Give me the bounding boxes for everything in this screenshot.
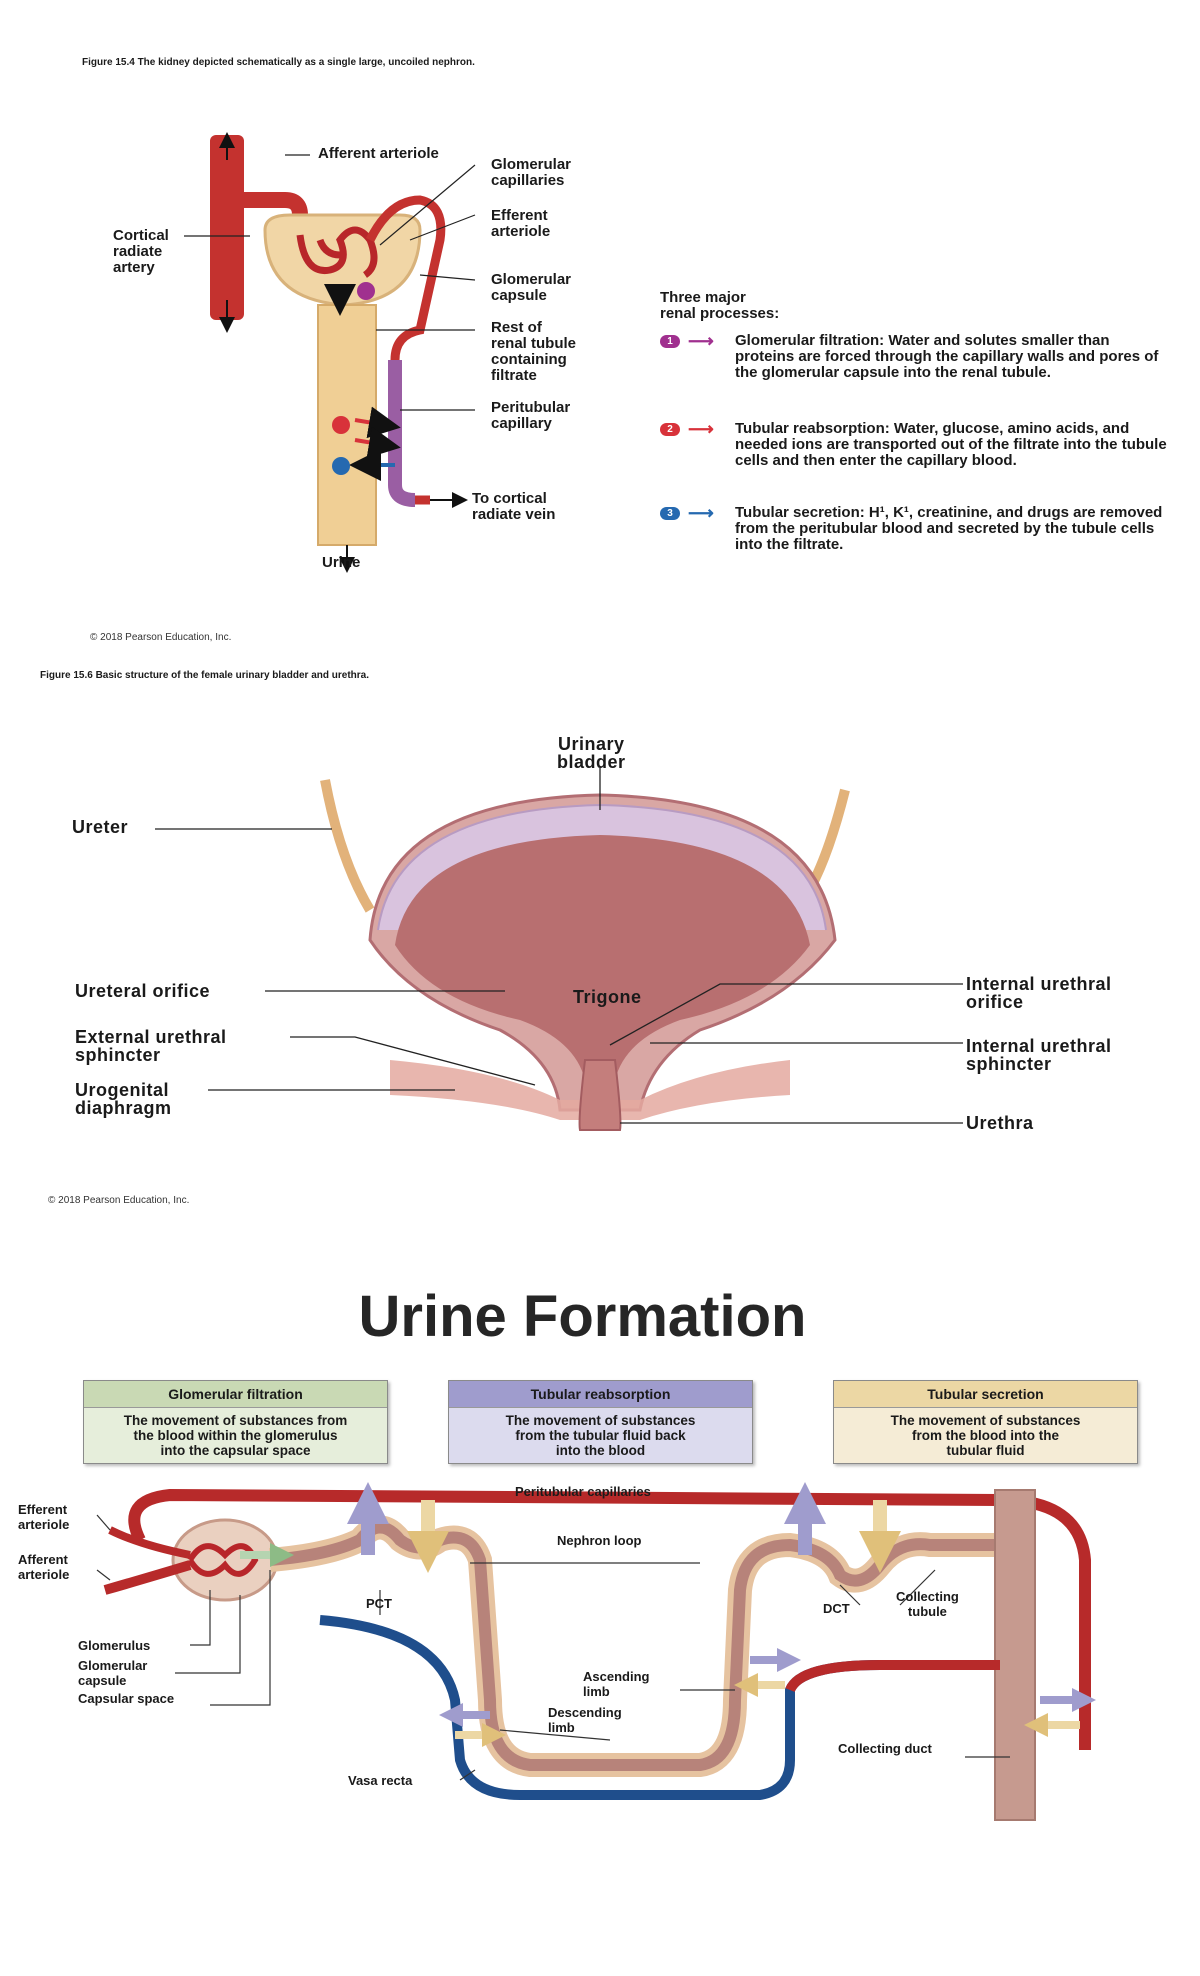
arrow-right-icon: ⟶ bbox=[688, 331, 714, 351]
process-3: 3 ⟶ Tubular secretion: H¹, K¹, creatinin… bbox=[660, 503, 1170, 553]
collecting-duct-3 bbox=[994, 1489, 1036, 1821]
fig2-copyright: © 2018 Pearson Education, Inc. bbox=[48, 1195, 190, 1206]
label-capsular-space: Capsular space bbox=[78, 1691, 175, 1706]
label-urethra: Urethra bbox=[966, 1113, 1034, 1133]
step2-marker bbox=[332, 416, 350, 434]
cortical-radiate-artery bbox=[210, 135, 244, 320]
process-2: 2 ⟶ Tubular reabsorption: Water, glucose… bbox=[660, 419, 1170, 469]
process-3-name: Tubular secretion: bbox=[735, 504, 865, 521]
label-afferent-arteriole: Afferent arteriole bbox=[318, 145, 439, 162]
fig3-title: Urine Formation bbox=[358, 1284, 807, 1349]
box-head: Tubular reabsorption bbox=[449, 1381, 752, 1408]
box-glomerular-filtration: Glomerular filtration The movement of su… bbox=[83, 1380, 388, 1464]
label-nephron-loop: Nephron loop bbox=[557, 1533, 642, 1548]
badge-1: 1 bbox=[660, 335, 680, 348]
transfer-arrows bbox=[240, 1482, 1096, 1747]
label-pct: PCT bbox=[366, 1596, 392, 1611]
process-3-text: H¹, K¹, creatinine, and drugs are remove… bbox=[735, 504, 1163, 553]
peritubular-capillary bbox=[388, 360, 416, 507]
label-dct: DCT bbox=[823, 1601, 850, 1616]
box-tubular-reabsorption: Tubular reabsorption The movement of sub… bbox=[448, 1380, 753, 1464]
badge-3: 3 bbox=[660, 507, 680, 520]
process-1-name: Glomerular filtration: bbox=[735, 332, 885, 349]
arrow-right-icon: ⟶ bbox=[688, 503, 714, 523]
arrow-right-icon: ⟶ bbox=[688, 419, 714, 439]
label-collecting-duct: Collecting duct bbox=[838, 1741, 932, 1756]
glomerulus bbox=[296, 226, 378, 278]
label-vasa-recta: Vasa recta bbox=[348, 1773, 413, 1788]
label-urine: Urine bbox=[322, 554, 361, 571]
glomerulus-3 bbox=[187, 1543, 259, 1577]
process-2-text: Water, glucose, amino acids, and needed … bbox=[735, 420, 1167, 469]
label-ureteral-orifice: Ureteral orifice bbox=[75, 981, 211, 1001]
label-trigone: Trigone bbox=[573, 987, 642, 1007]
process-1: 1 ⟶ Glomerular filtration: Water and sol… bbox=[660, 331, 1170, 381]
step3-marker bbox=[332, 457, 350, 475]
box-head: Tubular secretion bbox=[834, 1381, 1137, 1408]
fig1-caption: Figure 15.4 The kidney depicted schemati… bbox=[82, 57, 475, 68]
glomerular-capsule-3 bbox=[171, 1518, 279, 1602]
box-tubular-secretion: Tubular secretion The movement of substa… bbox=[833, 1380, 1138, 1464]
urethra bbox=[578, 1059, 622, 1131]
step1-marker bbox=[357, 282, 375, 300]
box-head: Glomerular filtration bbox=[84, 1381, 387, 1408]
label-ureter: Ureter bbox=[72, 817, 129, 837]
urogenital-diaphragm bbox=[390, 1060, 790, 1120]
fig2-caption: Figure 15.6 Basic structure of the femal… bbox=[40, 670, 369, 681]
badge-2: 2 bbox=[660, 423, 680, 436]
bladder-lumen bbox=[395, 835, 810, 1080]
process-1-text: Water and solutes smaller than proteins … bbox=[735, 332, 1159, 381]
left-ureter bbox=[320, 779, 375, 913]
process-2-name: Tubular reabsorption: bbox=[735, 420, 890, 437]
label-peritubular-capillaries: Peritubular capillaries bbox=[515, 1484, 651, 1499]
fig1-copyright: © 2018 Pearson Education, Inc. bbox=[90, 632, 232, 643]
label-glomerulus: Glomerulus bbox=[78, 1638, 151, 1653]
